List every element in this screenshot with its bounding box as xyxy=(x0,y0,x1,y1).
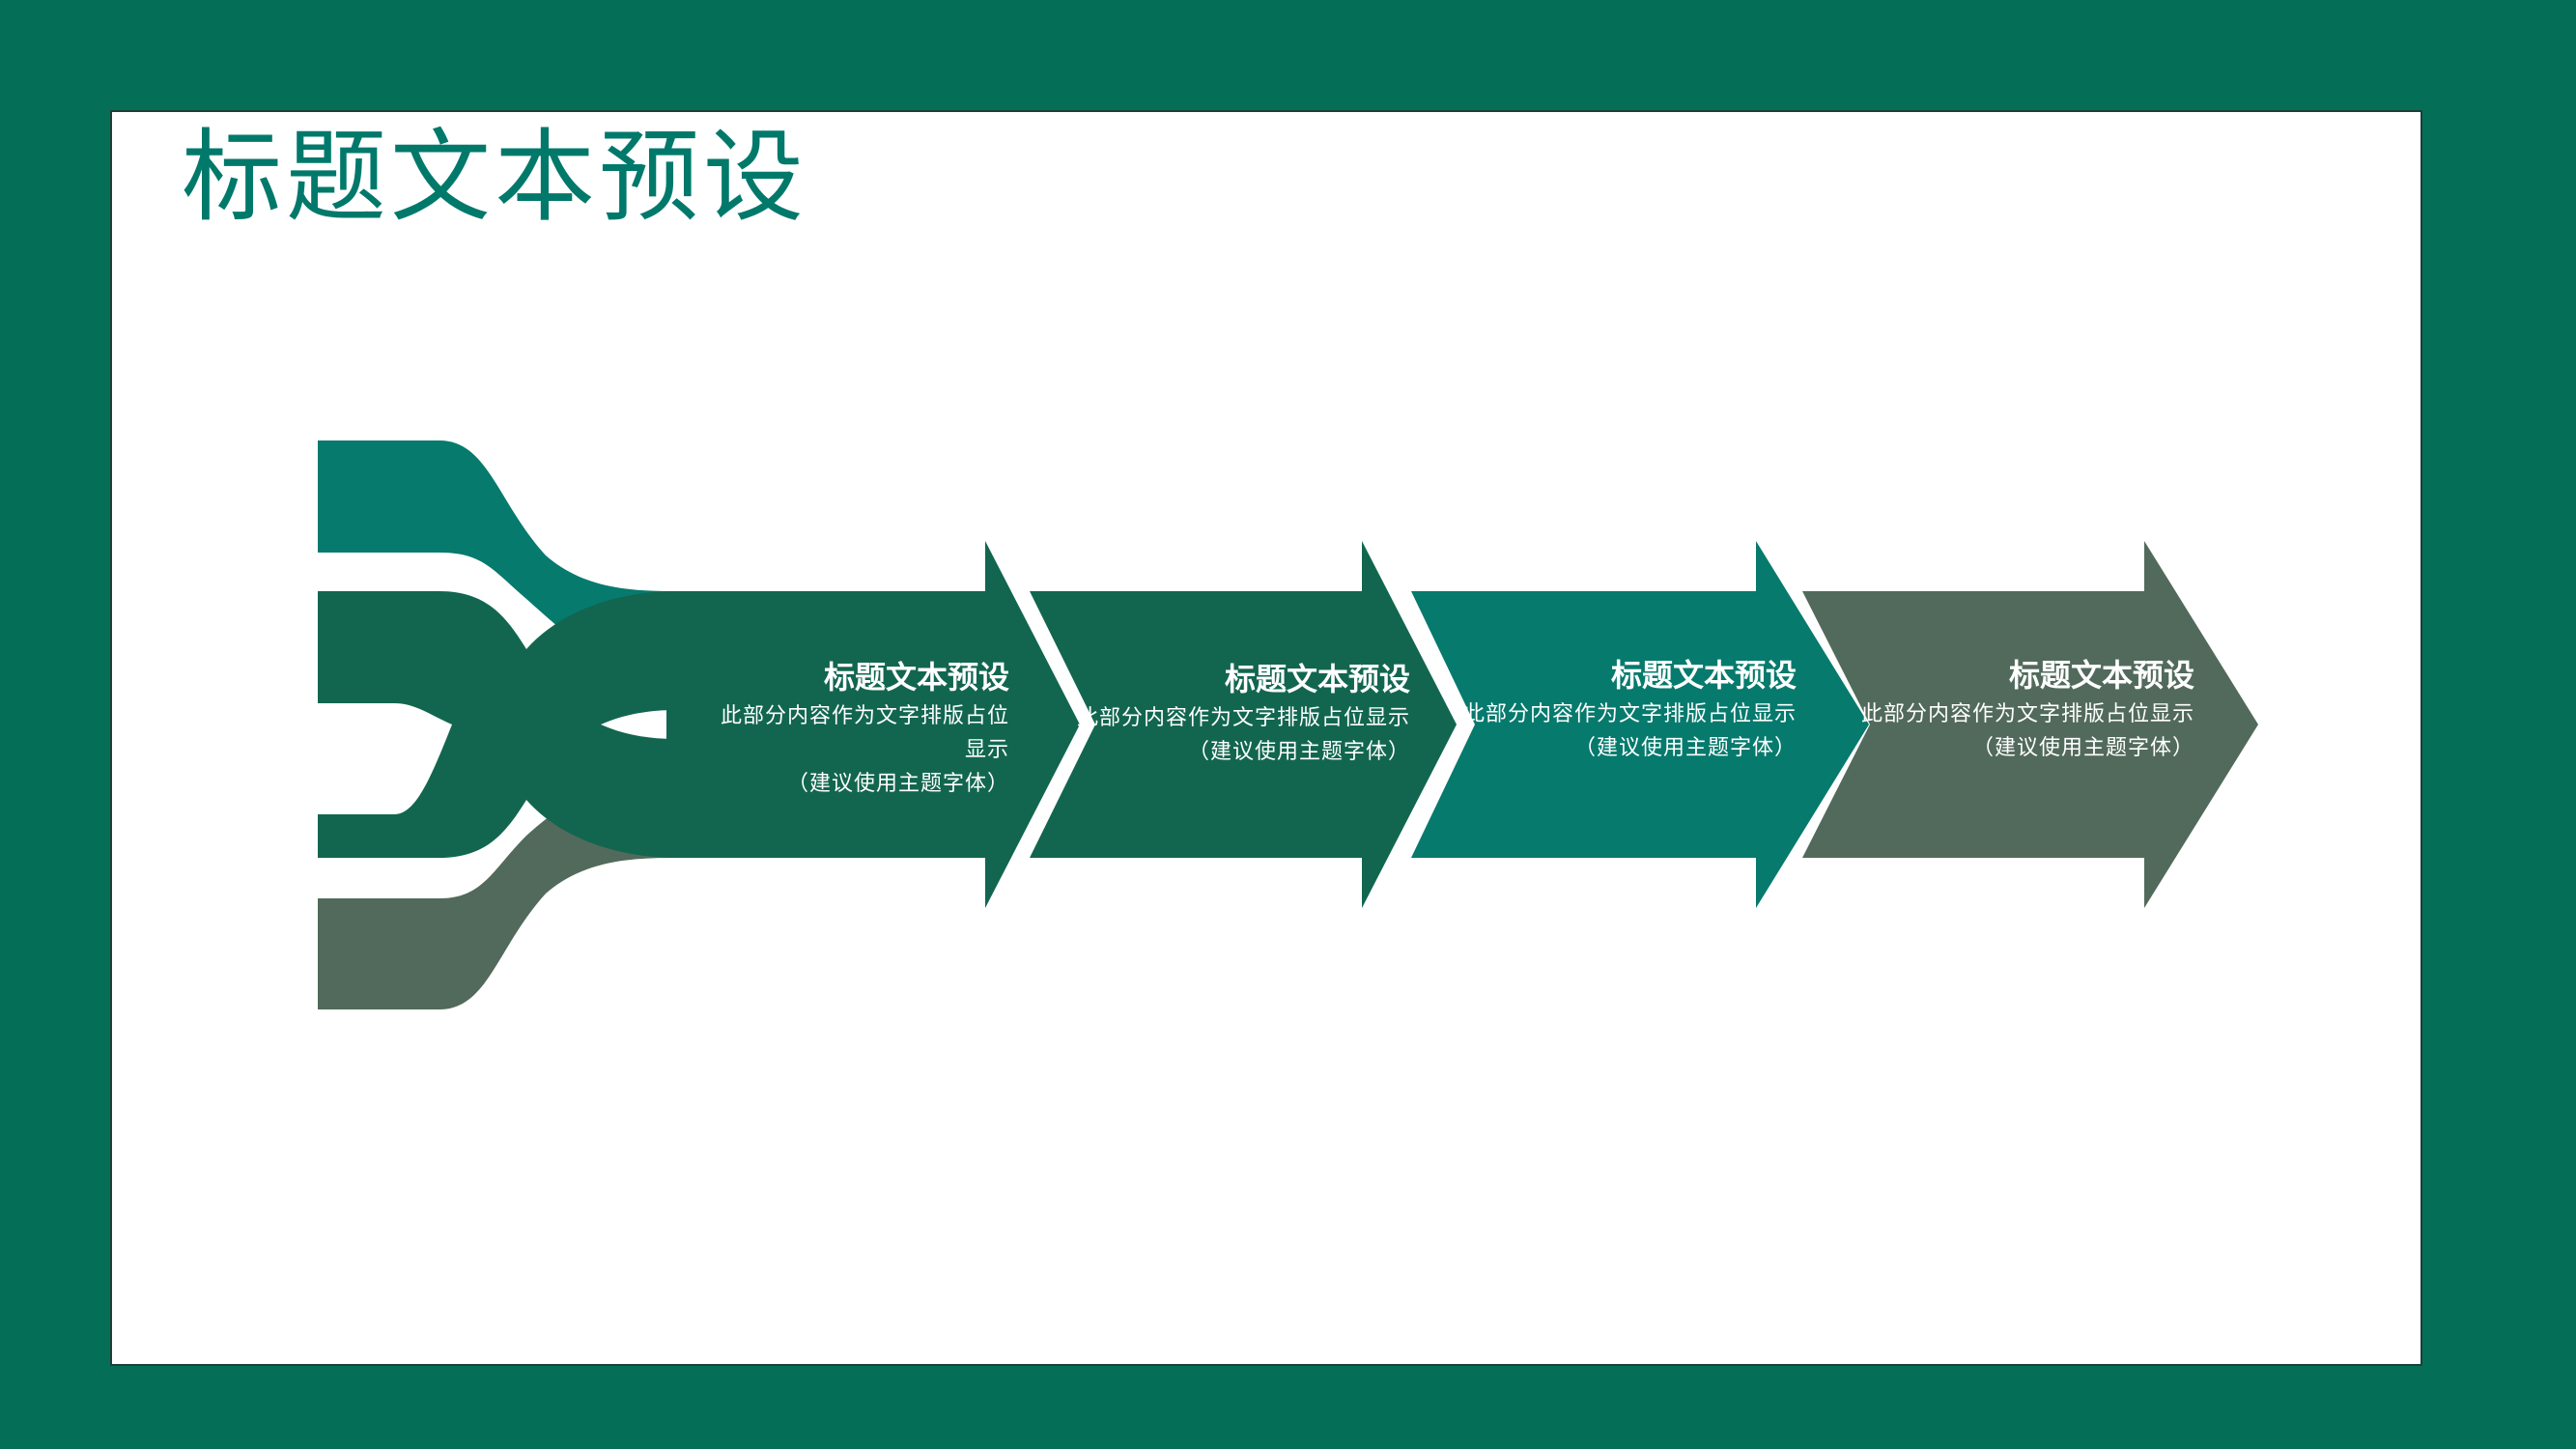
slide-title: 标题文本预设 xyxy=(182,118,808,236)
arrow-step-4 xyxy=(1802,541,2258,908)
step-4-body: 此部分内容作为文字排版占位显示 xyxy=(1860,702,2194,726)
step-1-body-note: （建议使用主题字体） xyxy=(786,772,1009,796)
step-1-body: 此部分内容作为文字排版占位显示 xyxy=(720,704,1009,762)
step-4-title: 标题文本预设 xyxy=(2008,657,2194,694)
step-2-body-note: （建议使用主题字体） xyxy=(1187,740,1410,764)
step-2-title: 标题文本预设 xyxy=(1224,661,1410,697)
middle-flow-band xyxy=(318,591,676,858)
step-4-text: 标题文本预设 此部分内容作为文字排版占位显示 （建议使用主题字体） xyxy=(1856,653,2194,765)
step-3-body-note: （建议使用主题字体） xyxy=(1573,736,1797,760)
step-2-text: 标题文本预设 此部分内容作为文字排版占位显示 （建议使用主题字体） xyxy=(1072,657,1410,769)
arrow-step-2 xyxy=(1030,541,1457,908)
step-1-text: 标题文本预设 此部分内容作为文字排版占位显示 （建议使用主题字体） xyxy=(705,655,1009,801)
arrow-step-1 xyxy=(666,541,1080,908)
step-1-title: 标题文本预设 xyxy=(823,659,1009,696)
arrow-step-3 xyxy=(1411,541,1869,908)
step-2-body: 此部分内容作为文字排版占位显示 xyxy=(1076,706,1410,730)
step-3-title: 标题文本预设 xyxy=(1610,657,1797,694)
step-4-body-note: （建议使用主题字体） xyxy=(1971,736,2194,760)
step-3-text: 标题文本预设 此部分内容作为文字排版占位显示 （建议使用主题字体） xyxy=(1458,653,1797,765)
step-3-body: 此部分内容作为文字排版占位显示 xyxy=(1462,702,1797,726)
